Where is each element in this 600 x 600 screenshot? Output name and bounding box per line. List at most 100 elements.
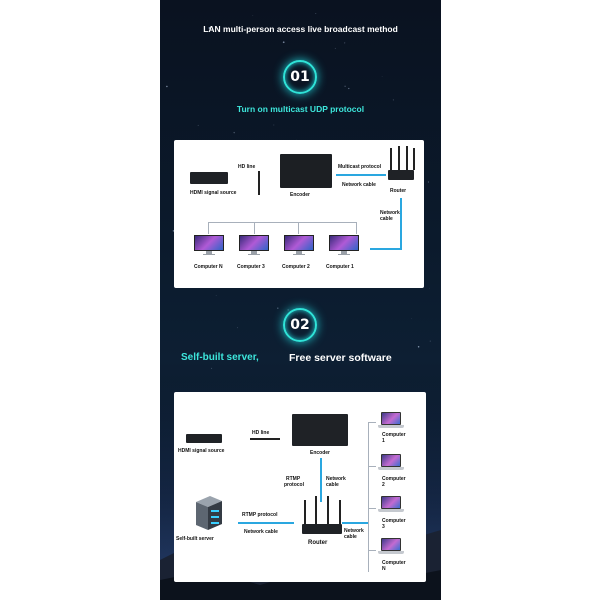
star bbox=[348, 87, 350, 90]
network-cable-label: Network cable bbox=[342, 182, 376, 188]
diagram-multicast: HDMI signal source HD line Encoder Multi… bbox=[174, 140, 424, 288]
computer-1-monitor bbox=[329, 235, 359, 255]
star bbox=[411, 318, 412, 319]
page-title: LAN multi-person access live broadcast m… bbox=[203, 24, 398, 34]
star bbox=[429, 340, 431, 342]
star bbox=[211, 367, 213, 369]
hdmi-source-device bbox=[186, 434, 222, 443]
computer-2-label-a: Computer bbox=[382, 476, 406, 482]
star bbox=[334, 47, 336, 49]
router-label: Router bbox=[308, 540, 328, 546]
router-antenna-2 bbox=[398, 146, 400, 170]
router-device bbox=[388, 170, 414, 180]
computer-n-label: Computer N bbox=[194, 264, 223, 270]
section2-heading-rest: Free server software bbox=[289, 352, 392, 364]
computer-3-monitor bbox=[239, 235, 269, 255]
laptop-drop-1 bbox=[368, 422, 376, 423]
star bbox=[361, 357, 362, 359]
laptop-drop-3 bbox=[368, 508, 376, 509]
bus-drop-2 bbox=[298, 222, 299, 234]
computer-3-label-a: Computer bbox=[382, 518, 406, 524]
server-icon bbox=[196, 496, 222, 530]
router-antenna-1 bbox=[390, 148, 392, 170]
diagram-rtmp: HDMI signal source HD line Encoder RTMP … bbox=[174, 392, 426, 582]
router-switch-cable bbox=[400, 198, 402, 250]
router-antenna-3 bbox=[406, 146, 408, 170]
laptop-drop-n bbox=[368, 550, 376, 551]
hd-cable bbox=[250, 438, 280, 440]
hdmi-source-label: HDMI signal source bbox=[190, 190, 237, 196]
router-cable-label-b: cable bbox=[344, 534, 357, 540]
rtmp-label-a: RTMP bbox=[286, 476, 301, 482]
computer-1-label-a: Computer bbox=[382, 432, 406, 438]
distribution-bus bbox=[208, 222, 356, 223]
star bbox=[417, 346, 420, 348]
star bbox=[282, 41, 285, 44]
encoder-router-cable bbox=[320, 458, 322, 502]
computer-3-label: Computer 3 bbox=[237, 264, 265, 270]
hd-line-label: HD line bbox=[238, 164, 256, 170]
star bbox=[215, 295, 217, 296]
computer-1-label-b: 1 bbox=[382, 438, 385, 444]
computer-3-laptop bbox=[378, 496, 404, 514]
star bbox=[273, 124, 275, 126]
computer-3-label-b: 3 bbox=[382, 524, 385, 530]
router-label: Router bbox=[390, 188, 407, 194]
router-antenna-3 bbox=[327, 496, 329, 524]
laptop-drop-2 bbox=[368, 466, 376, 467]
encoder-router-cable bbox=[336, 174, 386, 176]
computer-2-laptop bbox=[378, 454, 404, 472]
computer-n-monitor bbox=[194, 235, 224, 255]
hd-cable bbox=[258, 171, 260, 195]
hd-line-label: HD line bbox=[252, 430, 270, 436]
rtmp-protocol-label: RTMP protocol bbox=[242, 512, 278, 518]
network-label-2a: Network bbox=[380, 210, 400, 216]
hdmi-source-label: HDMI signal source bbox=[178, 448, 225, 454]
star bbox=[237, 327, 238, 329]
router-antenna-2 bbox=[315, 496, 317, 524]
star bbox=[427, 181, 429, 183]
network-label-a: Network bbox=[326, 476, 346, 482]
encoder-label: Encoder bbox=[310, 450, 331, 456]
router-laptops-cable bbox=[342, 522, 368, 524]
router-cable-label-a: Network bbox=[344, 528, 364, 534]
computer-2-monitor bbox=[284, 235, 314, 255]
star bbox=[315, 13, 317, 14]
section2-heading-accent: Self-built server, bbox=[181, 352, 259, 363]
star bbox=[197, 124, 199, 126]
star bbox=[344, 42, 346, 44]
star bbox=[207, 20, 208, 22]
encoder-device bbox=[280, 154, 332, 188]
star bbox=[277, 307, 279, 309]
star bbox=[287, 309, 290, 311]
step-badge-01: 01 bbox=[283, 60, 317, 94]
poster: LAN multi-person access live broadcast m… bbox=[160, 0, 441, 600]
encoder-label: Encoder bbox=[290, 192, 311, 198]
computer-n-label-b: N bbox=[382, 566, 386, 572]
network-label-2b: cable bbox=[380, 216, 393, 222]
star bbox=[208, 27, 211, 29]
router-antenna-4 bbox=[339, 500, 341, 524]
multicast-label: Multicast protocol bbox=[338, 164, 382, 170]
computer-2-label-b: 2 bbox=[382, 482, 385, 488]
section1-heading: Turn on multicast UDP protocol bbox=[236, 104, 365, 114]
star bbox=[344, 85, 346, 87]
star bbox=[392, 99, 394, 101]
network-cable-label: Network cable bbox=[244, 529, 278, 535]
router-antenna-4 bbox=[413, 148, 415, 170]
server-label: Self-built server bbox=[176, 536, 214, 542]
bus-drop-3 bbox=[254, 222, 255, 234]
step-badge-02: 02 bbox=[283, 308, 317, 342]
rtmp-label-b: protocol bbox=[284, 482, 304, 488]
computer-n-label-a: Computer bbox=[382, 560, 406, 566]
star bbox=[381, 76, 383, 77]
star bbox=[172, 230, 175, 232]
computer-n-laptop bbox=[378, 538, 404, 556]
network-label-b: cable bbox=[326, 482, 339, 488]
star bbox=[233, 131, 235, 134]
encoder-device bbox=[292, 414, 348, 446]
computer-1-laptop bbox=[378, 412, 404, 430]
computer-2-label: Computer 2 bbox=[282, 264, 310, 270]
star bbox=[166, 85, 168, 88]
bus-drop-1 bbox=[356, 222, 357, 234]
